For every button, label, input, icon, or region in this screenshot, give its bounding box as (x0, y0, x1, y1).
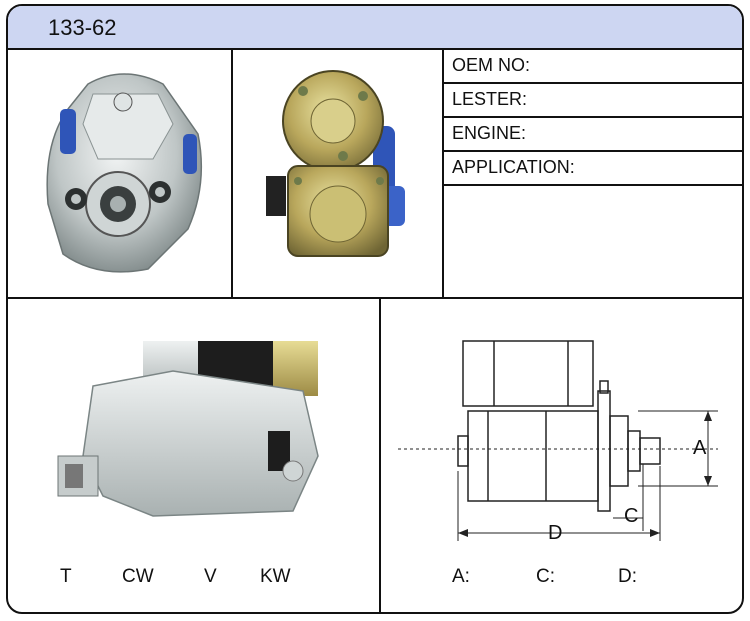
application-label: APPLICATION: (452, 157, 575, 177)
solenoid-outline (462, 340, 594, 407)
dim-c-label: C: (536, 566, 555, 587)
spec-row-application: APPLICATION: (444, 152, 742, 186)
divider (442, 50, 444, 298)
code-kw: KW (260, 566, 291, 587)
oem-no-label: OEM NO: (452, 55, 531, 75)
divider (8, 297, 742, 299)
engine-label: ENGINE: (452, 123, 527, 143)
starter-front-photo (46, 73, 203, 273)
lester-label: LESTER: (452, 89, 528, 109)
part-number: 133-62 (48, 15, 117, 40)
spec-row-engine: ENGINE: (444, 118, 742, 152)
starter-dimension-drawing: A C D (398, 340, 718, 544)
code-t: T (60, 566, 72, 587)
spec-row-lester: LESTER: (444, 84, 742, 118)
dim-c-mark: C (624, 505, 638, 527)
header-bar: 133-62 (8, 6, 742, 50)
code-v: V (204, 566, 217, 587)
dim-a-label: A: (452, 566, 470, 587)
dim-d-mark: D (548, 522, 562, 544)
product-card: 133-62 OEM NO: LESTER: ENGINE: APPLICATI… (6, 4, 744, 614)
divider (379, 298, 381, 612)
starter-rear-photo (266, 70, 405, 257)
spec-row-oem: OEM NO: (444, 50, 742, 84)
divider (231, 50, 233, 298)
dim-a-mark: A (693, 437, 707, 459)
dim-d-label: D: (618, 566, 637, 587)
starter-side-photo (57, 341, 319, 517)
code-cw: CW (122, 566, 154, 587)
